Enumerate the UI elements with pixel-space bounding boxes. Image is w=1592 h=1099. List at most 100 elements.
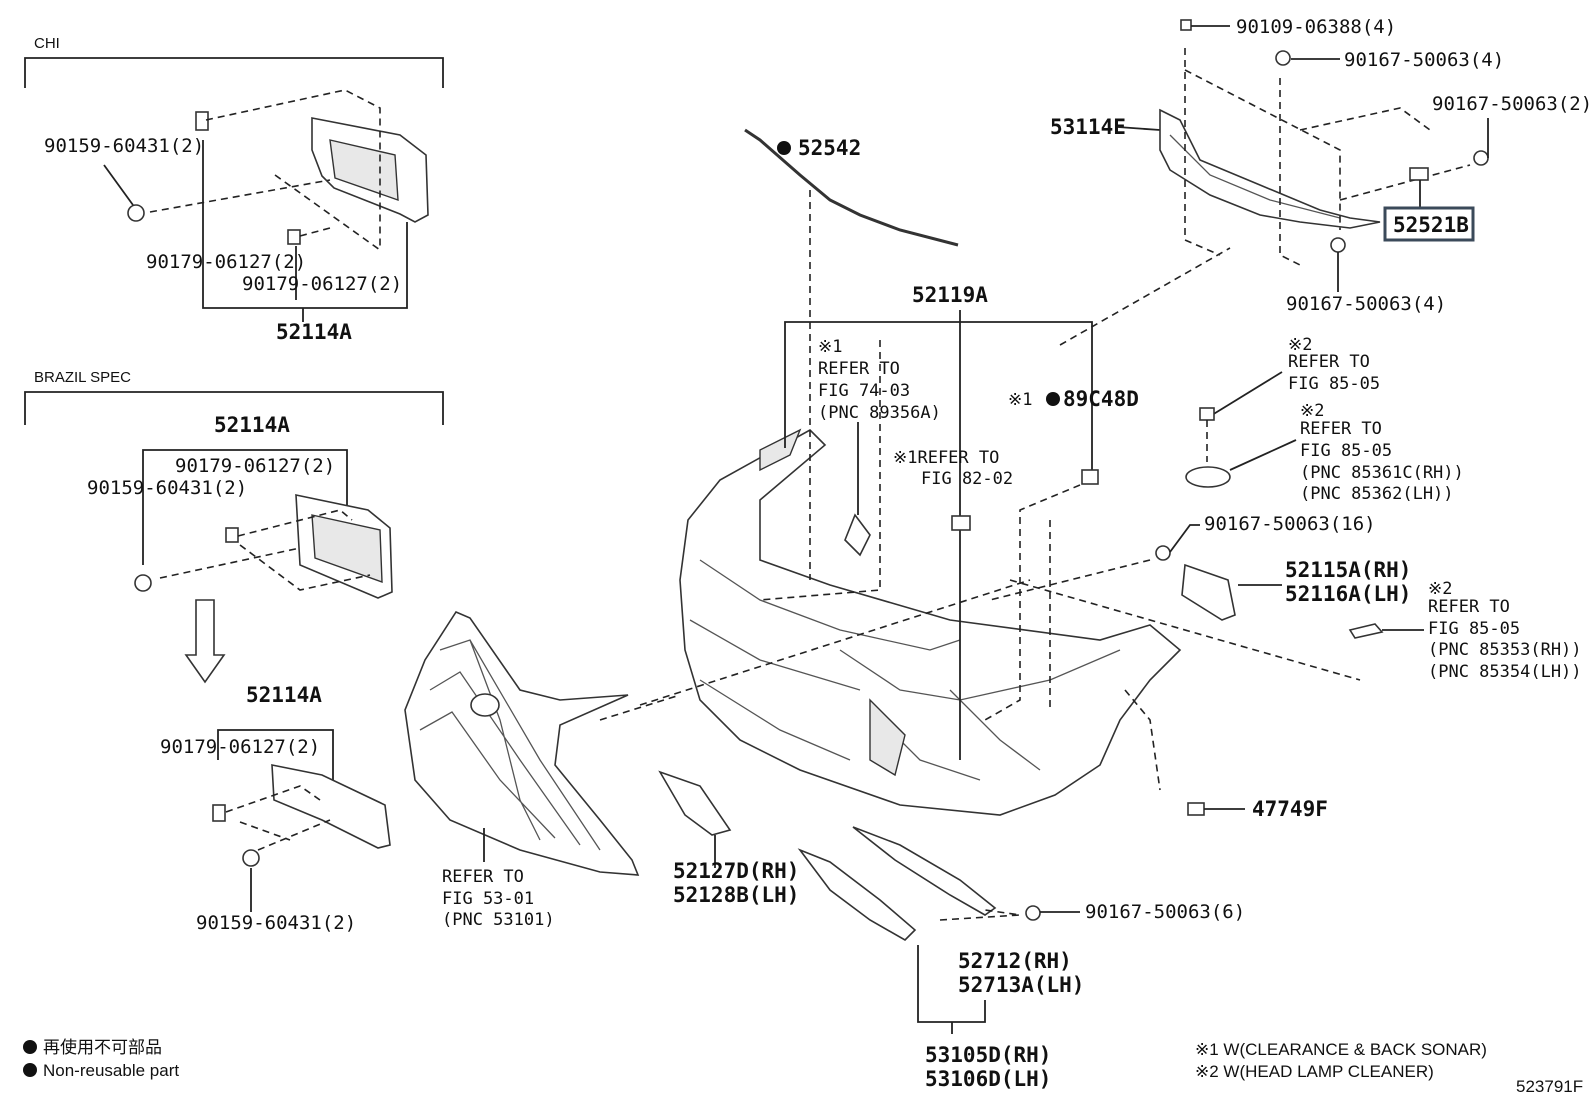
bolt-90167-2-icon bbox=[1473, 150, 1489, 166]
reinforcement-outline bbox=[1159, 108, 1381, 229]
emblem-icon bbox=[470, 693, 500, 717]
chi-dashes bbox=[149, 89, 381, 251]
label-chi-52114A: 52114A bbox=[276, 320, 352, 344]
bumper-cover bbox=[679, 428, 1182, 816]
ref3-leader bbox=[1211, 371, 1283, 416]
ref4-l1: REFER TO bbox=[1300, 419, 1382, 439]
label-br2-90159: 90159-60431(2) bbox=[196, 912, 356, 934]
label-br-90179: 90179-06127(2) bbox=[175, 455, 335, 477]
clip-br-1 bbox=[225, 527, 239, 543]
brazil-bracket bbox=[24, 391, 444, 425]
label-53114E: 53114E bbox=[1050, 115, 1126, 139]
molding-lower-left bbox=[797, 848, 917, 941]
grille-ref-l2: FIG 53-01 bbox=[442, 889, 534, 909]
section-label-brazil: BRAZIL SPEC bbox=[34, 369, 131, 386]
ref5-mark: ※2 bbox=[1428, 579, 1452, 599]
clip-82-02 bbox=[951, 515, 971, 531]
right-refs: ※2 REFER TO FIG 85-05 ※2 REFER TO FIG 85… bbox=[989, 335, 1582, 821]
chi-leaders bbox=[103, 140, 408, 322]
reinforcement-ribs bbox=[1169, 134, 1341, 219]
label-90167-50063-4a: 90167-50063(4) bbox=[1344, 49, 1504, 71]
grille-ref-l3: (PNC 53101) bbox=[442, 910, 555, 930]
bolt-90109-icon bbox=[1180, 19, 1192, 31]
ref4-leader bbox=[1229, 439, 1297, 471]
reinforcement-dashes bbox=[1184, 48, 1471, 266]
bolt-br2-icon bbox=[242, 849, 260, 867]
53114E-leader bbox=[1117, 126, 1161, 131]
ref1-l2: FIG 74-03 bbox=[818, 381, 910, 401]
ref4-l3: (PNC 85361C(RH)) bbox=[1300, 463, 1464, 483]
label-52712: 52712(RH) bbox=[958, 949, 1072, 973]
ref3-l2: FIG 85-05 bbox=[1288, 374, 1380, 394]
bolt-90167-b-icon bbox=[1330, 237, 1346, 253]
label-chi-90179-a: 90179-06127(2) bbox=[146, 251, 306, 273]
ref4-l4: (PNC 85362(LH)) bbox=[1300, 484, 1454, 504]
sensor-dashes bbox=[984, 484, 1081, 721]
washer-nozzle-bolt-icon bbox=[1199, 407, 1215, 421]
label-90167-50063-2: 90167-50063(2) bbox=[1432, 93, 1592, 115]
arrow-down-icon bbox=[184, 599, 226, 684]
label-br2-52114A: 52114A bbox=[246, 683, 322, 707]
clip-chi-2 bbox=[287, 229, 301, 245]
label-53106D: 53106D(LH) bbox=[925, 1067, 1051, 1091]
label-90167-50063-4b: 90167-50063(4) bbox=[1286, 293, 1446, 315]
ref4-mark: ※2 bbox=[1300, 401, 1324, 421]
label-90167-50063-16: 90167-50063(16) bbox=[1204, 513, 1376, 535]
license-bracket-brazil-detail bbox=[311, 514, 383, 584]
bolt-chi-icon bbox=[127, 204, 145, 222]
grille-outline bbox=[404, 610, 640, 876]
grille: REFER TO FIG 53-01 (PNC 53101) bbox=[404, 610, 640, 930]
label-52116A: 52116A(LH) bbox=[1285, 582, 1411, 606]
ref2-l2: FIG 82-02 bbox=[921, 469, 1013, 489]
license-bracket-brazil-2 bbox=[271, 764, 391, 849]
label-90109-06388: 90109-06388(4) bbox=[1236, 16, 1396, 38]
ref5-l3: (PNC 85353(RH)) bbox=[1428, 640, 1582, 660]
bumper-side-dash bbox=[1124, 689, 1161, 791]
br-leaders bbox=[142, 449, 348, 565]
sensor-bracket bbox=[844, 513, 871, 557]
label-52128B: 52128B(LH) bbox=[673, 883, 799, 907]
fog-opening bbox=[869, 698, 906, 777]
label-52127D: 52127D(RH) bbox=[673, 859, 799, 883]
highlight-box-52521B[interactable] bbox=[1383, 206, 1475, 242]
label-47749F: 47749F bbox=[1252, 797, 1328, 821]
br-dashes bbox=[159, 509, 371, 591]
legend-dot-2-icon bbox=[23, 1063, 37, 1077]
wire-harness: 52542 bbox=[744, 128, 959, 580]
bolt-90167-16-icon bbox=[1155, 545, 1171, 561]
bolt-br-icon bbox=[134, 574, 152, 592]
legend: 再使用不可部品 Non-reusable part ※1 W(CLEARANCE… bbox=[23, 1037, 1583, 1096]
bumper-outline bbox=[679, 429, 1182, 816]
label-52115A: 52115A(RH) bbox=[1285, 558, 1411, 582]
label-52542: 52542 bbox=[798, 136, 861, 160]
br2-leaders bbox=[217, 729, 334, 800]
washer-nozzle bbox=[1185, 466, 1231, 488]
bolt-90167-a-icon bbox=[1275, 50, 1291, 66]
chi-section: CHI 90159-60431(2) 90179-06127(2) 90179-… bbox=[24, 35, 444, 344]
label-52521B[interactable]: 52521B bbox=[1393, 213, 1469, 237]
reinforcement: 53114E 90109-06388(4) 90167-50063(4) 901… bbox=[1050, 16, 1592, 315]
ref3-mark: ※2 bbox=[1288, 335, 1312, 355]
ref1-l1: REFER TO bbox=[818, 359, 900, 379]
clip-chi-1 bbox=[195, 111, 209, 131]
license-bracket-detail bbox=[329, 139, 399, 202]
90167-16-leader bbox=[1169, 524, 1200, 553]
molding-dash bbox=[939, 909, 1021, 921]
ref2-l1: ※1REFER TO bbox=[893, 448, 999, 468]
harness-wire bbox=[744, 128, 959, 247]
section-label-chi: CHI bbox=[34, 35, 60, 52]
bracket-dashes bbox=[989, 559, 1361, 681]
clip-br2-1 bbox=[212, 804, 226, 822]
label-br2-90179: 90179-06127(2) bbox=[160, 736, 320, 758]
refs-dashes bbox=[759, 247, 1231, 601]
nozzle-cover bbox=[1348, 623, 1384, 639]
label-52713A: 52713A(LH) bbox=[958, 973, 1084, 997]
label-br-52114A: 52114A bbox=[214, 413, 290, 437]
label-chi-90159: 90159-60431(2) bbox=[44, 135, 204, 157]
label-89C48D-mark: ※1 bbox=[1008, 390, 1032, 410]
label-90167-50063-6: 90167-50063(6) bbox=[1085, 901, 1245, 923]
nonreusable-dot-icon bbox=[777, 141, 791, 155]
bumper-vent-left bbox=[759, 428, 802, 472]
chi-bracket bbox=[24, 57, 444, 88]
